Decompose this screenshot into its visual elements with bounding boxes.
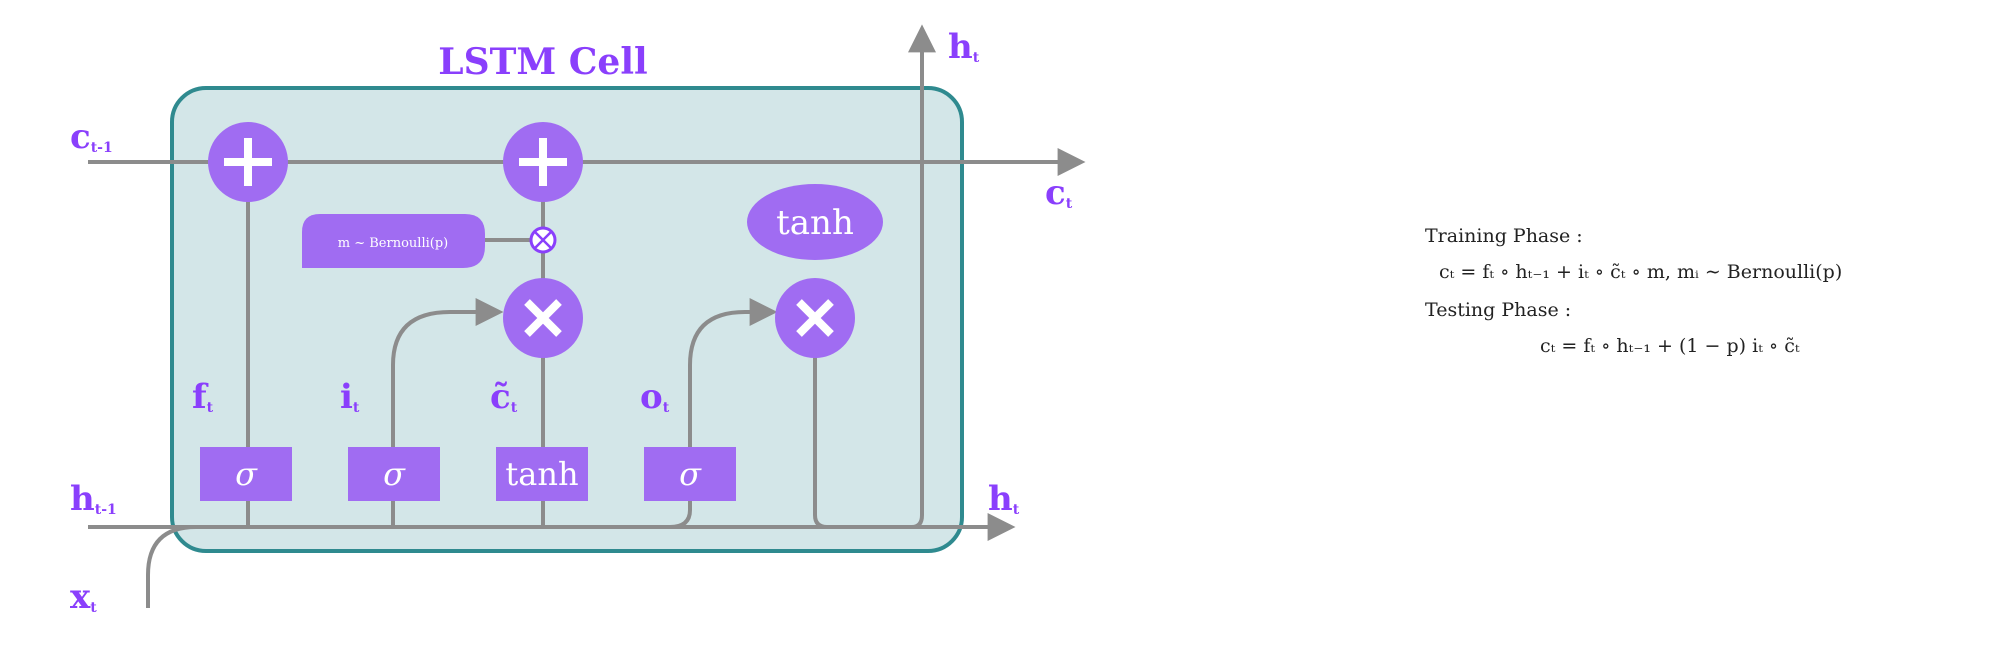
h-prev-label: ht-1 (70, 479, 117, 519)
dropout-mask-label: m ~ Bernoulli(p) (338, 236, 448, 251)
testing-equation: cₜ = fₜ ∘ hₜ₋₁ + (1 − p) iₜ ∘ c̃ₜ (1540, 335, 1800, 357)
forget-gate-box (200, 447, 292, 501)
equations-panel: Training Phase : cₜ = fₜ ∘ hₜ₋₁ + iₜ ∘ c… (1425, 225, 1985, 373)
training-equation: cₜ = fₜ ∘ hₜ₋₁ + iₜ ∘ c̃ₜ ∘ m, mᵢ ∼ Bern… (1439, 261, 1843, 283)
x-input-label: xt (70, 577, 97, 617)
output-mult-op (775, 278, 855, 358)
input-gate-sigma: σ (383, 455, 406, 493)
output-loop-line (813, 24, 936, 529)
testing-phase-label: Testing Phase : (1425, 299, 1572, 321)
dropout-mask-box (302, 214, 485, 268)
c-prev-label: ct-1 (70, 117, 113, 157)
candidate-gate-box (496, 447, 588, 501)
output-tanh-node (747, 184, 883, 260)
h-top-output-label: ht (948, 27, 980, 67)
input-gate-label: it (340, 377, 360, 417)
x-input-line (146, 525, 197, 608)
input-add-op (503, 122, 583, 202)
output-tanh-label: tanh (776, 203, 854, 243)
output-gate-line (655, 460, 692, 529)
input-gate-box (348, 447, 440, 501)
forget-gate-sigma: σ (235, 455, 258, 493)
forget-gate-label: ft (192, 377, 214, 417)
training-phase-label: Training Phase : (1425, 225, 1583, 247)
c-output-label: ct (1045, 173, 1073, 213)
mask-mult-op (529, 226, 557, 254)
input-gate-line (391, 298, 504, 527)
candidate-label: c̃t (490, 377, 518, 417)
h-right-output-label: ht (988, 479, 1020, 519)
output-gate-sigma: σ (679, 455, 702, 493)
cell-title: LSTM Cell (438, 41, 647, 83)
output-gate-label: ot (640, 377, 670, 417)
output-gate-box (644, 447, 736, 501)
lstm-diagram: LSTM Cell (70, 24, 1086, 617)
input-mult-op (503, 278, 583, 358)
forget-add-op (208, 122, 288, 202)
candidate-gate-tanh: tanh (505, 455, 578, 493)
output-gate-curve (688, 298, 778, 460)
